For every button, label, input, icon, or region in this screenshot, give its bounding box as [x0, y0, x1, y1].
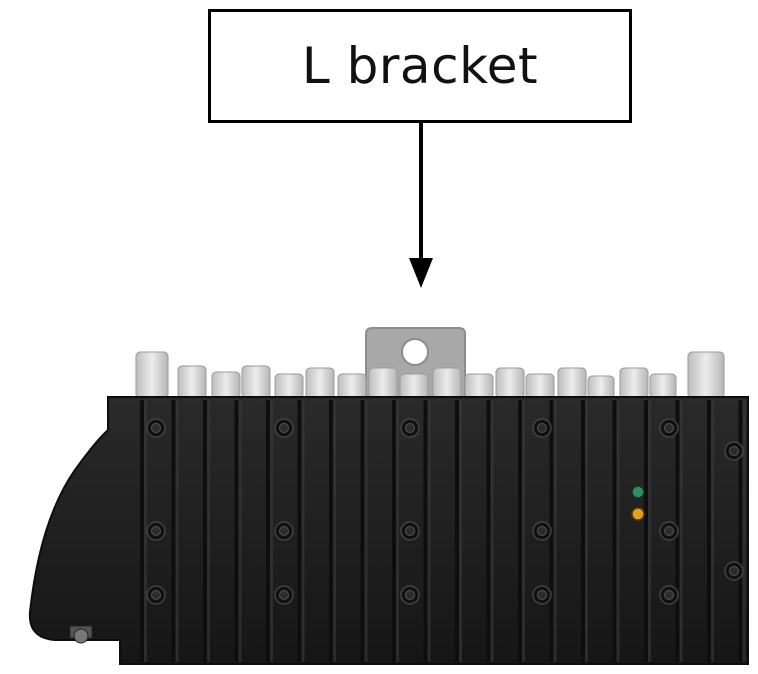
fin-groove	[486, 400, 491, 662]
screw-icon	[274, 418, 294, 438]
fin-groove	[738, 400, 743, 662]
fin-groove	[423, 400, 428, 662]
connector	[337, 373, 367, 399]
connector	[211, 371, 241, 399]
screw-icon	[400, 418, 420, 438]
connector	[274, 373, 304, 399]
amber-led	[631, 507, 645, 521]
connector	[305, 367, 335, 399]
screw-icon	[146, 418, 166, 438]
screw-icon	[532, 418, 552, 438]
fin-groove	[234, 400, 239, 662]
connector	[587, 375, 615, 399]
fin-highlight	[711, 400, 714, 662]
connector	[495, 367, 525, 399]
fin-highlight	[207, 400, 210, 662]
fin-groove	[203, 400, 207, 662]
fin-highlight	[238, 400, 242, 662]
fin-groove	[171, 400, 176, 662]
fin-groove	[329, 400, 333, 662]
fin-highlight	[364, 400, 368, 662]
fin-groove	[644, 400, 648, 662]
screw-icon	[724, 441, 744, 461]
fin-highlight	[585, 400, 588, 662]
fin-highlight	[648, 400, 651, 662]
connector	[557, 367, 587, 399]
fin-highlight	[490, 400, 494, 662]
fin-highlight	[144, 400, 147, 662]
connector	[649, 373, 677, 399]
fin-highlight	[742, 400, 746, 662]
arrow-line	[419, 122, 423, 262]
fin-highlight	[459, 400, 462, 662]
screw-icon	[146, 521, 166, 541]
screw-icon	[724, 561, 744, 581]
callout-box: L bracket	[208, 9, 632, 123]
fin-highlight	[333, 400, 336, 662]
fin-highlight	[427, 400, 431, 662]
screw-icon	[659, 585, 679, 605]
screw-icon	[274, 585, 294, 605]
fin-groove	[518, 400, 522, 662]
fin-highlight	[616, 400, 620, 662]
fin-groove	[612, 400, 617, 662]
connector	[687, 351, 725, 399]
fin-groove	[581, 400, 585, 662]
screw-icon	[659, 418, 679, 438]
fin-highlight	[270, 400, 273, 662]
screw-icon	[532, 585, 552, 605]
fin-groove	[455, 400, 459, 662]
fin-highlight	[396, 400, 399, 662]
connector	[368, 367, 398, 399]
screw-icon	[400, 521, 420, 541]
connector	[619, 367, 649, 399]
screw-icon	[659, 521, 679, 541]
callout-label: L bracket	[301, 37, 539, 95]
fin-groove	[392, 400, 396, 662]
screw-icon	[400, 585, 420, 605]
screw-icon	[274, 521, 294, 541]
green-led	[631, 485, 645, 499]
fin-highlight	[522, 400, 525, 662]
fin-highlight	[301, 400, 305, 662]
fin-groove	[266, 400, 270, 662]
connector	[525, 373, 555, 399]
connector	[241, 365, 271, 399]
connector	[432, 367, 462, 399]
connector	[464, 373, 494, 399]
connector	[399, 373, 429, 399]
connector	[135, 351, 169, 399]
fin-groove	[140, 400, 144, 662]
bottom-connector	[69, 625, 93, 644]
fin-groove	[707, 400, 711, 662]
status-leds	[631, 485, 645, 521]
device-body	[28, 396, 749, 665]
screw-icon	[146, 585, 166, 605]
connector	[177, 365, 207, 399]
arrow-head	[409, 258, 433, 288]
fin-highlight	[553, 400, 557, 662]
fin-highlight	[175, 400, 179, 662]
connector-row	[135, 351, 725, 399]
fin-highlight	[679, 400, 683, 662]
fin-groove	[360, 400, 365, 662]
fin-groove	[297, 400, 302, 662]
screw-group	[146, 418, 744, 605]
screw-icon	[532, 521, 552, 541]
